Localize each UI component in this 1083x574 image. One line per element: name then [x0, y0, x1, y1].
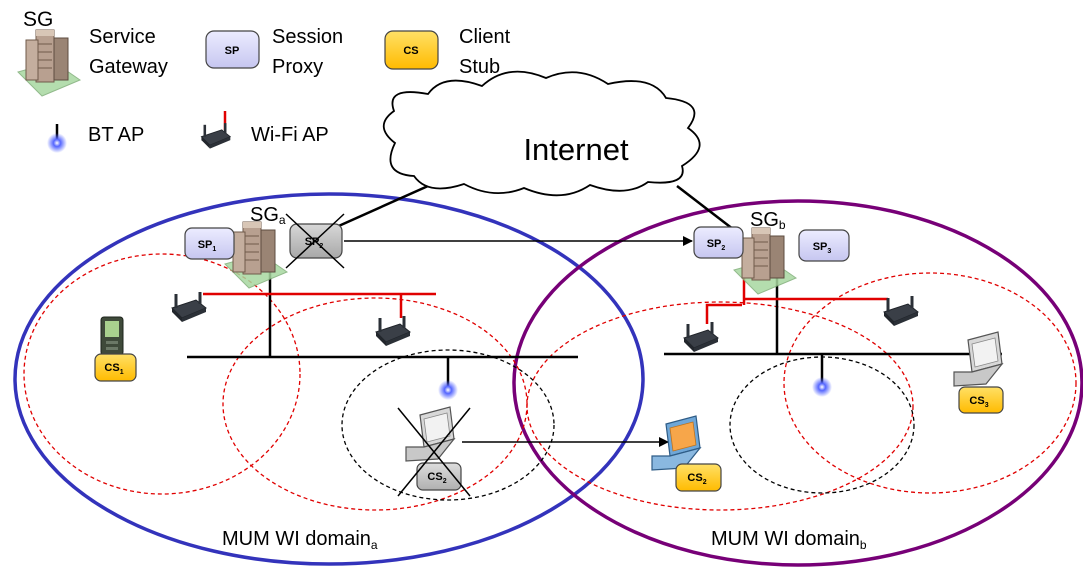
laptop-cs2-new-icon	[651, 415, 702, 471]
sp1-box	[184, 227, 235, 260]
wifi-ap-b1-icon	[682, 320, 720, 354]
cs1-text: CS1	[104, 362, 123, 376]
legend-wifi-icon	[200, 121, 232, 150]
bt-coverage-a	[341, 349, 555, 501]
wifi-coverage-a1	[23, 253, 301, 495]
pda-icon	[100, 316, 124, 356]
wifi-ap-a1-icon	[170, 290, 208, 324]
legend-sp-abbr: SP	[225, 45, 240, 57]
internet-link-a	[322, 180, 438, 235]
legend-bt-icon	[47, 133, 67, 153]
legend: SG Service Gateway SP Session Proxy CS C…	[17, 8, 511, 153]
wifi-coverage-areas	[23, 253, 1077, 511]
sg-a-server-icon	[224, 221, 288, 289]
legend-cs-abbr: CS	[403, 45, 418, 57]
internet-cloud	[382, 70, 701, 197]
wifi-ap-b2-icon	[882, 294, 920, 328]
cs3-text: CS3	[969, 395, 988, 409]
wifi-ap-a2-icon	[374, 314, 412, 348]
wifi-coverage-b2	[783, 272, 1077, 494]
legend-sp-line2: Proxy	[272, 56, 323, 78]
legend-wifi-label: Wi-Fi AP	[251, 124, 329, 146]
sp2-box	[693, 226, 744, 259]
legend-sg-line1: Service	[89, 26, 156, 48]
legend-cs-line1: Client	[459, 26, 511, 48]
cs2-box	[675, 463, 722, 492]
domain-b: SGb SP2 SP3 CS2 CS3 MUM WI domainb	[651, 209, 1004, 552]
legend-server-icon	[17, 29, 81, 97]
legend-sg-abbr: SG	[23, 8, 53, 31]
cs2-old-box	[416, 462, 462, 491]
domain-b-ring	[512, 199, 1083, 567]
sg-a-label: SGa	[250, 204, 286, 227]
sp3-text: SP3	[813, 241, 832, 255]
cs2-old-text: CS2	[427, 471, 446, 485]
cs1-box	[94, 353, 137, 382]
domain-a-label: MUM WI domaina	[222, 528, 378, 552]
cs2-text: CS2	[687, 472, 706, 486]
cs3-box	[958, 386, 1004, 414]
domain-a: SGa SP1 SP2 CS1 CS2 MUM WI domaina	[94, 204, 693, 552]
cs2-strike-2	[397, 407, 471, 497]
domain-b-label: MUM WI domainb	[711, 528, 867, 552]
sp2-strike-2	[285, 213, 345, 269]
legend-sg-line2: Gateway	[89, 56, 168, 78]
wifi-coverage-a2	[222, 297, 528, 511]
sp3-box	[798, 229, 850, 262]
laptop-cs2-old-icon	[405, 406, 455, 462]
domain-a-ring	[13, 192, 645, 566]
wifi-wiring	[203, 278, 888, 324]
sp1-text: SP1	[198, 239, 217, 253]
wifi-coverage-b1	[526, 301, 914, 511]
internet-label: Internet	[523, 132, 629, 167]
bt-ap-b-icon	[812, 377, 832, 397]
legend-sp-box	[205, 30, 260, 69]
laptop-cs3-icon	[953, 331, 1003, 387]
legend-cs-line2: Stub	[459, 56, 500, 78]
bt-ap-a-icon	[438, 380, 458, 400]
legend-cs-box	[384, 30, 439, 70]
legend-bt-label: BT AP	[88, 124, 144, 146]
sp2-text: SP2	[707, 238, 726, 252]
sg-b-label: SGb	[750, 209, 786, 232]
legend-sp-line1: Session	[272, 26, 343, 48]
